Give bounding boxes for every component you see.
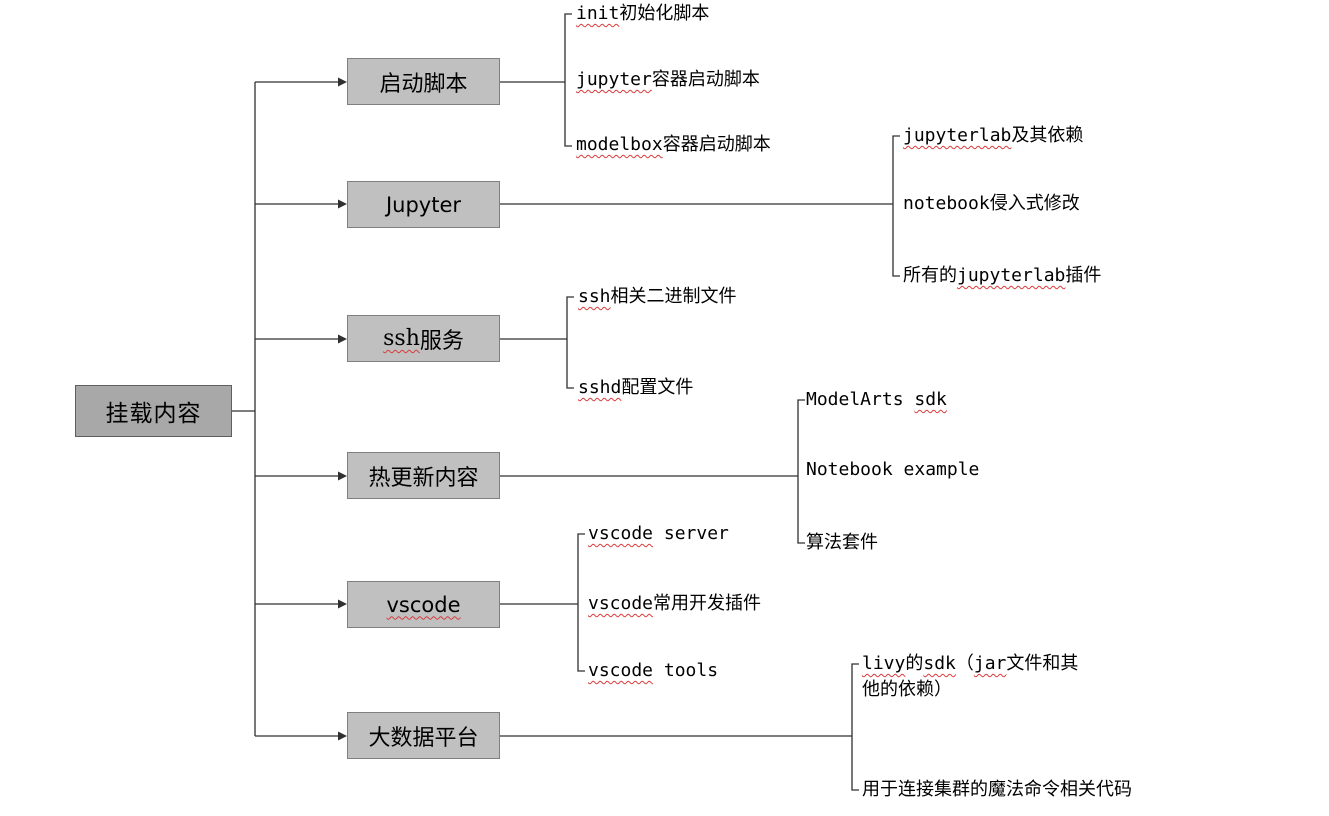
text-segment: init [576,3,620,24]
branch-child-bracket [577,533,585,672]
text-segment: jupyterlab [957,265,1066,286]
text-segment: 所有的 [903,265,957,286]
text-segment: jupyterlab [903,125,1012,146]
text-segment: 侵入式修改 [989,193,1080,214]
branch-label-segment: 服务 [419,328,464,354]
text-segment: notebook [903,193,990,214]
text-segment: server [653,523,729,544]
text-segment: 配置文件 [621,377,694,398]
leaf-jupyterlab-dependencies: jupyterlab及其依赖 [903,123,1083,149]
text-segment: 算法套件 [806,532,878,553]
leaf-jupyter-container-start-script: jupyter容器启动脚本 [576,67,760,93]
text-segment: ModelArts [806,389,915,410]
branch-child-bracket [851,663,859,791]
leaf-init-script: init初始化脚本 [576,1,709,27]
text-segment: （ [955,653,974,674]
arrowhead-icon [338,334,347,344]
arrowhead-icon [338,77,347,87]
text-segment: sshd [578,377,622,398]
leaf-notebook-intrusive-changes: notebook侵入式修改 [903,191,1080,217]
leaf-algorithm-suite: 算法套件 [806,530,878,556]
text-segment: 容器启动脚本 [651,69,760,90]
text-segment: 及其依赖 [1011,125,1084,146]
leaf-all-jupyterlab-plugins: 所有的jupyterlab插件 [903,263,1101,289]
text-segment: 初始化脚本 [619,3,710,24]
branch-child-bracket [797,399,805,544]
text-segment: 相关二进制文件 [610,286,737,307]
branch-node-vscode: vscode [347,581,500,628]
leaf-cluster-magic-command-code: 用于连接集群的魔法命令相关代码 [862,777,1132,803]
branch-label: 启动脚本 [379,71,468,97]
branch-node-bigdata-platform: 大数据平台 [347,712,500,759]
branch-label-segment: ssh [383,326,420,351]
text-segment: vscode [588,593,654,614]
text-segment: modelbox [576,134,663,155]
text-segment: 他的依赖） [862,679,952,700]
text-segment: 插件 [1065,265,1102,286]
leaf-livy-sdk: livy的sdk（jar文件和其他的依赖） [862,651,1078,703]
branch-label: 大数据平台 [368,725,479,751]
branch-label: vscode [386,592,461,617]
arrowhead-icon [338,471,347,481]
text-segment: 容器启动脚本 [662,134,771,155]
text-segment: ssh [578,286,611,307]
text-segment: 常用开发插件 [653,593,762,614]
arrowhead-icon [338,731,347,741]
leaf-notebook-example: Notebook example [806,457,979,483]
branch-node-jupyter: Jupyter [347,181,500,228]
text-segment: jar [973,653,1007,674]
text-segment: vscode [588,523,654,544]
text-segment: 的 [905,653,924,674]
text-segment: jupyter [576,69,652,90]
text-segment: vscode [588,660,654,681]
branch-child-bracket [892,135,900,277]
leaf-ssh-binaries: ssh相关二进制文件 [578,284,737,310]
text-segment: 用于连接集群的魔法命令相关代码 [862,779,1132,800]
root-node: 挂载内容 [75,385,232,437]
leaf-sshd-config: sshd配置文件 [578,375,693,401]
root-label: 挂载内容 [105,401,202,427]
branch-node-startup-scripts: 启动脚本 [347,58,500,105]
leaf-modelbox-container-start-script: modelbox容器启动脚本 [576,132,771,158]
branch-child-bracket [566,296,574,389]
text-segment: Notebook example [806,459,980,480]
leaf-vscode-server: vscode server [588,521,729,547]
arrowhead-icon [338,599,347,609]
leaf-modelarts-sdk: ModelArts sdk [806,387,947,413]
branch-label: 热更新内容 [368,465,479,491]
leaf-vscode-tools: vscode tools [588,658,718,684]
text-segment: sdk [914,389,947,410]
branch-node-hot-update: 热更新内容 [347,452,500,499]
text-segment: tools [653,660,719,681]
text-segment: 文件和其 [1006,653,1079,674]
branch-label: Jupyter [385,192,462,217]
leaf-vscode-dev-plugins: vscode常用开发插件 [588,591,761,617]
arrowhead-icon [338,199,347,209]
text-segment: sdk [923,653,956,674]
text-segment: livy [862,653,906,674]
branch-child-bracket [564,13,572,147]
